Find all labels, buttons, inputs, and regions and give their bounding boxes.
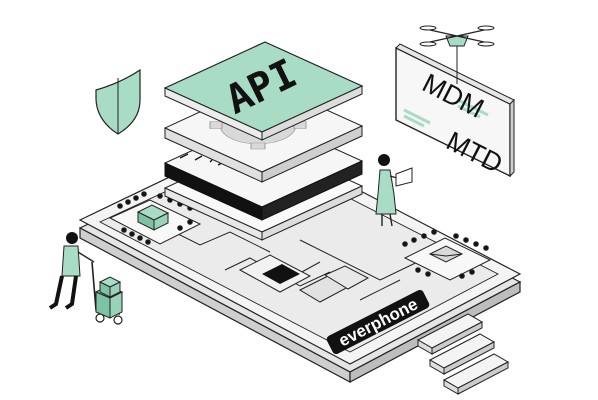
center-chip xyxy=(238,254,370,303)
woman-with-laptop xyxy=(375,154,413,227)
drone-icon xyxy=(419,25,495,84)
chip-cluster-right xyxy=(402,229,492,281)
mdm-mtd-sign: MDM MTD xyxy=(395,43,515,179)
envelope-icon xyxy=(428,245,464,263)
layer-api: API xyxy=(163,41,364,141)
stepping-tiles xyxy=(416,313,510,395)
box-icon xyxy=(94,276,124,319)
worker-with-cart xyxy=(48,232,124,325)
shield-icon xyxy=(95,68,141,135)
